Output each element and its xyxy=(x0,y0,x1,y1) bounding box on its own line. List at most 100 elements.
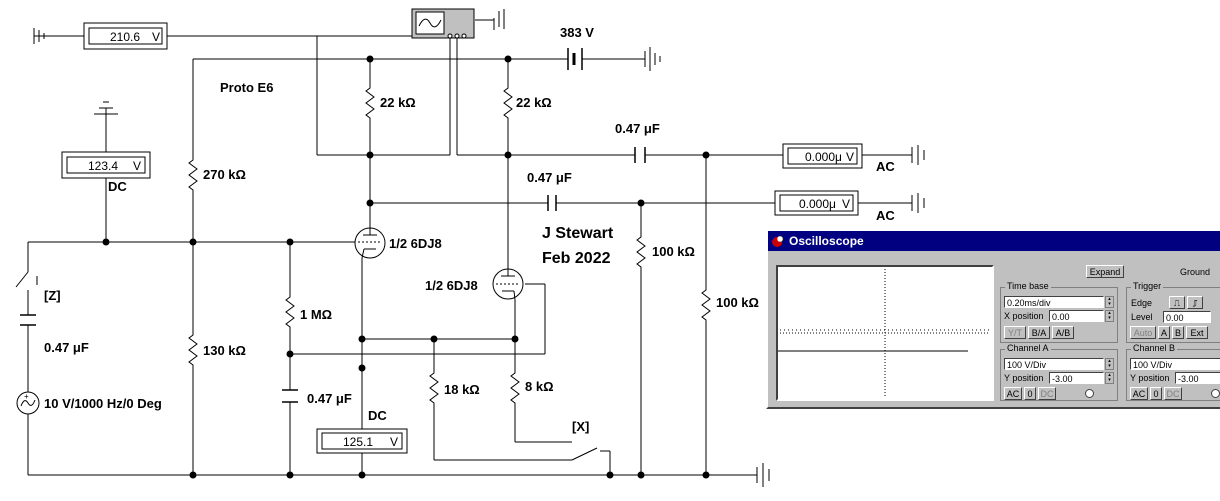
x-position-spinner[interactable]: ▴▾ xyxy=(1105,310,1114,322)
label-meter-out1-mode: AC xyxy=(876,159,895,174)
capacitor-c-out1 xyxy=(634,147,646,163)
label-r-plate1: 22 kΩ xyxy=(380,95,416,110)
oscilloscope-instrument[interactable] xyxy=(411,8,475,39)
channel-a-ypos-field[interactable]: -3.00 xyxy=(1049,372,1104,384)
trigger-b-button[interactable]: B xyxy=(1172,326,1184,339)
label-r-plate2: 22 kΩ xyxy=(516,95,552,110)
resistor-r-div-bot xyxy=(188,330,198,370)
channel-b-dc-button[interactable]: DC xyxy=(1164,387,1182,400)
resistor-r-grid xyxy=(285,292,295,332)
circuit-title: Proto E6 xyxy=(220,80,273,95)
meter-out2-unit: V xyxy=(842,197,850,211)
label-r-k2: 8 kΩ xyxy=(525,379,554,394)
channel-b-zero-button[interactable]: 0 xyxy=(1150,387,1162,400)
meter-out2-value: 0.000μ xyxy=(799,197,836,211)
capacitors xyxy=(20,147,646,403)
trigger-auto-button[interactable]: Auto xyxy=(1130,326,1156,339)
label-c-out2: 0.47 μF xyxy=(527,170,572,185)
label-tube2: 1/2 6DJ8 xyxy=(425,278,478,293)
oscilloscope-app-icon[interactable] xyxy=(771,234,785,248)
author-label: J Stewart xyxy=(542,225,614,242)
ground-icon xyxy=(33,28,45,44)
capacitor-c-in xyxy=(20,314,36,326)
channel-a-ac-button[interactable]: AC xyxy=(1004,387,1022,400)
oscilloscope-title: Oscilloscope xyxy=(789,234,864,248)
wires xyxy=(27,35,912,476)
oscilloscope-screen xyxy=(776,265,994,401)
label-c-out1: 0.47 μF xyxy=(615,121,660,136)
tube-1 xyxy=(354,227,386,259)
switch-z[interactable] xyxy=(15,271,38,294)
channel-b-title: Channel B xyxy=(1131,343,1178,353)
label-switch-z: [Z] xyxy=(44,288,61,303)
meter-top[interactable]: 210.6 V xyxy=(83,22,168,50)
ground-label: Ground xyxy=(1180,267,1211,277)
date-label: Feb 2022 xyxy=(542,250,611,267)
channel-b-scale-field[interactable]: 100 V/Div xyxy=(1130,358,1220,370)
label-c-grid: 0.47 μF xyxy=(307,391,352,406)
label-meter-bottom-mode: DC xyxy=(368,408,387,423)
channel-b-ypos-label: Y position xyxy=(1130,373,1170,383)
time-base-field[interactable]: 0.20ms/div xyxy=(1004,296,1104,308)
channel-a-scale-spinner[interactable]: ▴▾ xyxy=(1105,358,1114,370)
label-meter-left-mode: DC xyxy=(108,179,127,194)
supply-label: 383 V xyxy=(560,25,594,40)
label-c-in: 0.47 μF xyxy=(44,340,89,355)
waveform-icon xyxy=(418,18,442,28)
channel-a-scale-field[interactable]: 100 V/Div xyxy=(1004,358,1104,370)
oscilloscope-titlebar[interactable]: Oscilloscope xyxy=(768,231,1220,251)
mode-yt-button[interactable]: Y/T xyxy=(1004,326,1026,339)
ground-symbols xyxy=(33,9,925,487)
channel-b-ac-button[interactable]: AC xyxy=(1130,387,1148,400)
mode-ba-button[interactable]: B/A xyxy=(1028,326,1050,339)
capacitor-c-out2 xyxy=(547,195,557,211)
trigger-title: Trigger xyxy=(1131,281,1164,291)
edge-label: Edge xyxy=(1131,298,1153,308)
channel-a-ypos-label: Y position xyxy=(1004,373,1044,383)
resistor-r-k2 xyxy=(510,368,520,408)
channel-a-radio[interactable] xyxy=(1085,389,1094,398)
trigger-ext-button[interactable]: Ext xyxy=(1186,326,1208,339)
expand-button[interactable]: Expand xyxy=(1086,265,1124,278)
edge-falling-button[interactable]: ⎎ xyxy=(1187,296,1203,309)
x-position-label: X position xyxy=(1004,311,1044,321)
channel-a-ypos-spinner[interactable]: ▴▾ xyxy=(1105,372,1114,384)
resistor-r-out2 xyxy=(701,285,711,325)
ground-icon xyxy=(475,9,505,30)
trigger-a-button[interactable]: A xyxy=(1158,326,1170,339)
battery xyxy=(567,48,583,70)
tube-2 xyxy=(492,268,524,301)
mode-ab-button[interactable]: A/B xyxy=(1052,326,1074,339)
capacitor-c-grid xyxy=(282,389,298,403)
trigger-group: Trigger Edge ⎍ ⎎ Level 0.00 Auto A B Ext xyxy=(1126,281,1220,343)
resistor-r-plate1 xyxy=(365,83,375,123)
x-position-field[interactable]: 0.00 xyxy=(1049,310,1104,322)
channel-a-group: Channel A 100 V/Div ▴▾ Y position -3.00 … xyxy=(1000,343,1118,401)
ground-icon xyxy=(644,47,661,71)
meter-left[interactable]: 123.4 V xyxy=(61,151,151,179)
edge-rising-button[interactable]: ⎍ xyxy=(1169,296,1185,309)
meter-bottom[interactable]: 125.1 V xyxy=(316,428,408,454)
meter-out2[interactable]: 0.000μ V xyxy=(774,190,859,216)
junction-dots xyxy=(102,55,710,479)
resistor-r-out1 xyxy=(636,232,646,272)
meter-out1-value: 0.000μ xyxy=(805,150,842,164)
meter-bottom-value: 125.1 xyxy=(343,435,373,449)
label-tube1: 1/2 6DJ8 xyxy=(389,236,442,251)
meter-out1-unit: V xyxy=(846,150,854,164)
ac-source: + xyxy=(16,391,40,415)
channel-b-ypos-field[interactable]: -3.00 xyxy=(1175,372,1220,384)
channel-a-zero-button[interactable]: 0 xyxy=(1024,387,1036,400)
level-field[interactable]: 0.00 xyxy=(1163,311,1211,323)
meter-bottom-unit: V xyxy=(390,435,398,449)
oscilloscope-window[interactable]: Oscilloscope Expand Ground Time base 0.2… xyxy=(766,229,1220,409)
svg-text:+: + xyxy=(24,392,29,401)
ground-icon xyxy=(94,101,118,115)
time-base-spinner[interactable]: ▴▾ xyxy=(1105,296,1114,308)
level-label: Level xyxy=(1131,312,1153,322)
label-meter-out2-mode: AC xyxy=(876,208,895,223)
channel-b-radio[interactable] xyxy=(1211,389,1220,398)
meter-out1[interactable]: 0.000μ V xyxy=(782,143,863,169)
channel-a-dc-button[interactable]: DC xyxy=(1038,387,1056,400)
